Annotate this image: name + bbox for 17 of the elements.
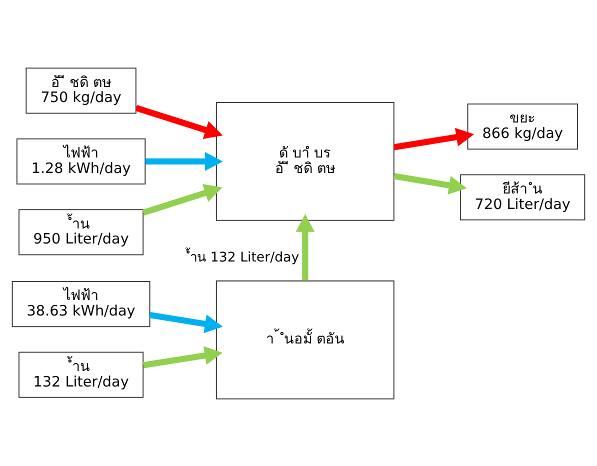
node-box: ขยะ 866 kg/day [467,103,578,150]
node-box: ํ้าน 132 Liter/day [18,351,144,398]
arrow [135,104,223,139]
arrow [142,183,222,216]
arrow [296,213,315,280]
arrow [394,127,474,150]
node-box: ํ้าน 950 Liter/day [18,208,144,255]
node-box: ดั บาํ บร อ้ ี ชดิ ตษ [216,101,394,220]
node-box: อ้ ี ชดิ ตษ 750 kg/day [26,67,136,114]
arrow [149,311,223,333]
node-box: ยีส้า ํน 720 Liter/day [460,174,586,220]
arrow [394,172,467,194]
arrow [142,346,223,368]
arrow [145,152,223,170]
node-box: ไฟฟ้า 38.63 kWh/day [12,280,150,327]
node-box: า ้ ํนอมั้ ตอัน [216,280,394,399]
node-box: ไฟฟ้า 1.28 kWh/day [16,138,146,184]
